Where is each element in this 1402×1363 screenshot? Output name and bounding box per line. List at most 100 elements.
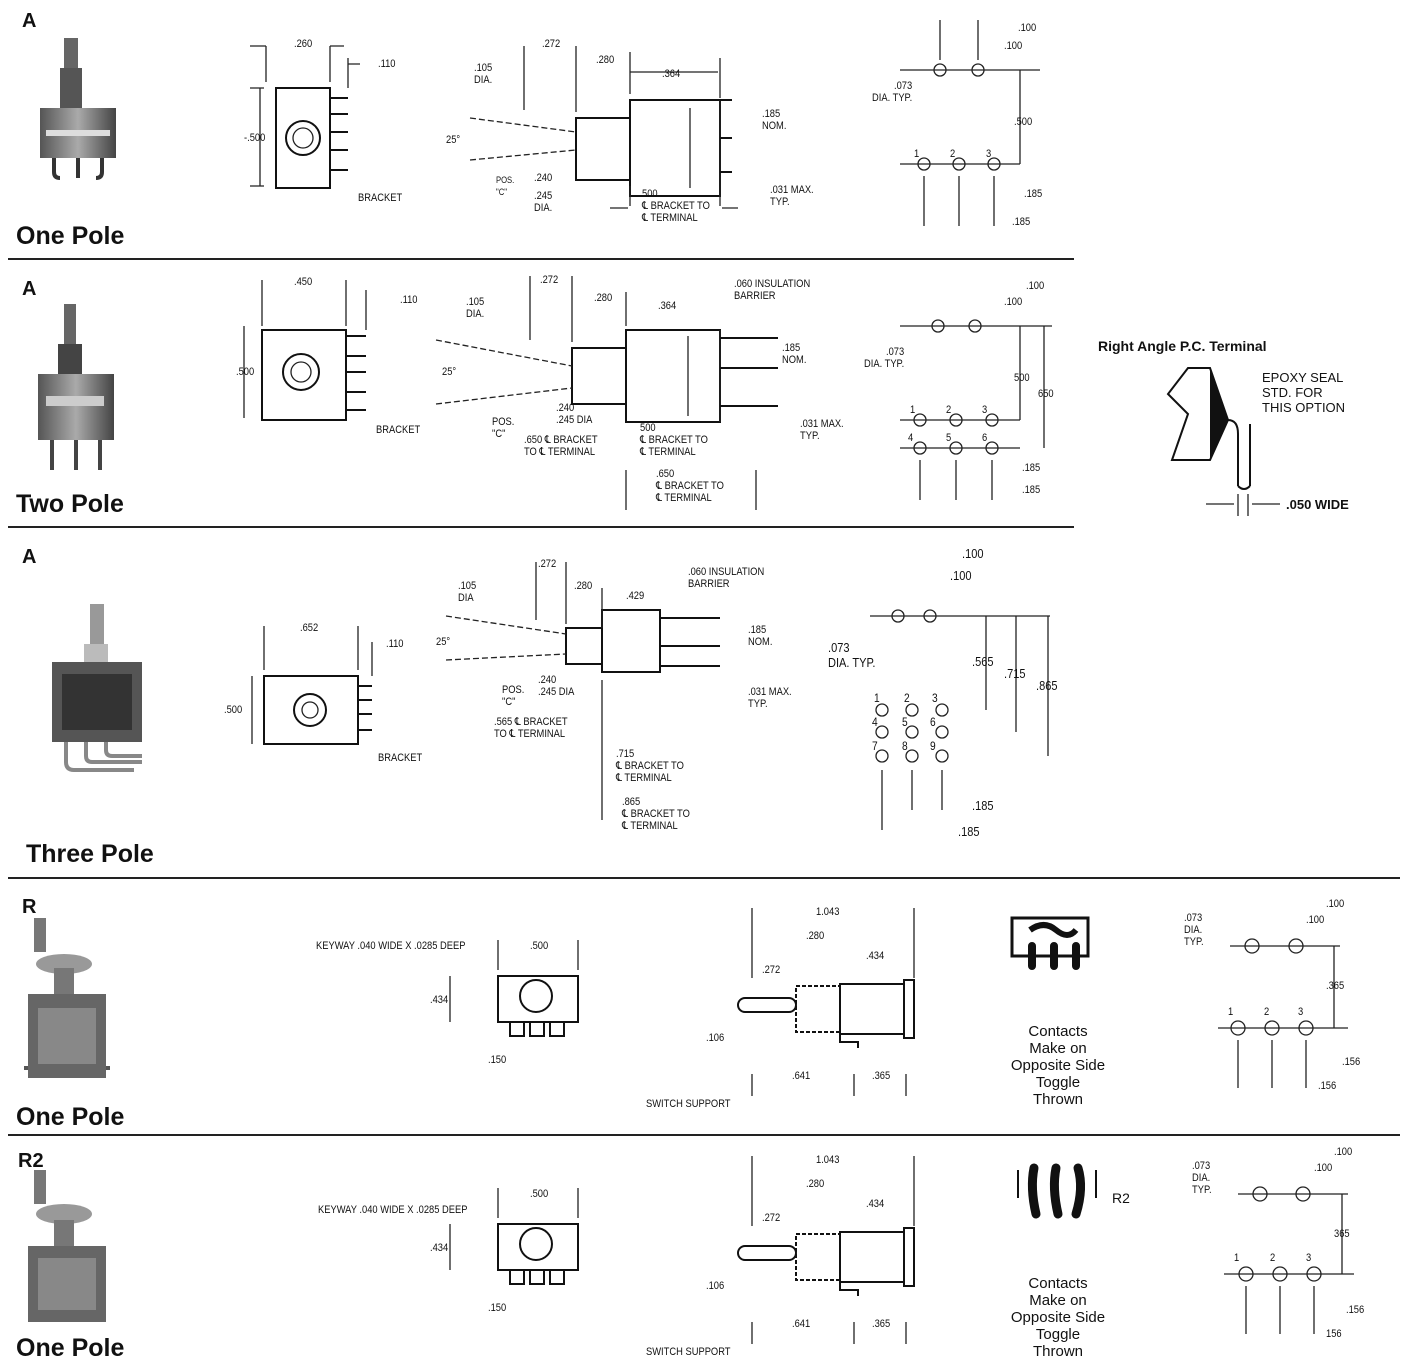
dim-label: .110: [386, 638, 404, 650]
dim-label: .565: [972, 654, 994, 669]
dim-label: .364: [658, 300, 677, 312]
pin-number: 1: [914, 148, 920, 160]
dim-label: .100: [1004, 296, 1023, 308]
section-a1-pole: One Pole: [16, 222, 125, 250]
section-r2-letter: R2: [18, 1150, 44, 1172]
dim-label: .365: [1326, 980, 1345, 992]
section-r-pole: One Pole: [16, 1103, 125, 1131]
dim-label: .434: [430, 994, 449, 1006]
dim-label: .272: [762, 964, 781, 976]
dim-label: .106: [706, 1280, 725, 1292]
switch-photo-three-pole: [52, 604, 142, 772]
pin-number: 2: [1264, 1006, 1270, 1018]
dim-label: .434: [866, 950, 885, 962]
dim-label: .650 ℄ BRACKET TO ℄ TERMINAL: [656, 468, 724, 504]
dim-label: .156: [1342, 1056, 1361, 1068]
dim-label: 156: [1326, 1328, 1342, 1340]
pin-number: 8: [902, 739, 908, 753]
dim-label: BRACKET: [376, 424, 421, 436]
dim-label: 500 ℄ BRACKET TO ℄ TERMINAL: [640, 422, 708, 458]
dim-label: 365: [1334, 1228, 1350, 1240]
dim-label: .434: [430, 1242, 449, 1254]
dim-label: .240: [534, 172, 553, 184]
dim-label: .245 DIA.: [534, 190, 553, 214]
section-a3-letter: A: [22, 546, 37, 568]
dim-label: .073 DIA. TYP.: [1192, 1160, 1212, 1196]
dim-label: .365: [872, 1070, 891, 1082]
dim-label: 25°: [436, 636, 451, 648]
pin-number: 2: [904, 691, 910, 705]
dim-label: .280: [806, 930, 825, 942]
section-r2-pole: One Pole: [16, 1334, 125, 1362]
dim-label: .105 DIA: [458, 580, 477, 604]
dim-label: .185 NOM.: [748, 624, 773, 648]
pin-number: 2: [950, 148, 956, 160]
dim-label: .185 NOM.: [782, 342, 807, 366]
dim-label: .100: [1334, 1146, 1353, 1158]
dim-label: .272: [762, 1212, 781, 1224]
right-angle-title: Right Angle P.C. Terminal: [1098, 338, 1267, 354]
dim-label: .715: [1004, 666, 1026, 681]
pin-number: 7: [872, 739, 878, 753]
dim-label: .185: [972, 798, 994, 813]
dim-label: .865: [1036, 678, 1058, 693]
dim-label: .031 MAX. TYP.: [800, 418, 844, 442]
dim-label: .156: [1318, 1080, 1337, 1092]
dim-label: .240 .245 DIA: [556, 402, 593, 426]
pin-number: 9: [930, 739, 936, 753]
divider: [8, 877, 1400, 879]
dim-label: .272: [538, 558, 557, 570]
dim-label: .865 ℄ BRACKET TO ℄ TERMINAL: [622, 796, 690, 832]
dim-label: .272: [540, 274, 559, 286]
section-a2-letter: A: [22, 278, 37, 300]
section-a2-pole: Two Pole: [16, 490, 124, 518]
dim-label: .073 DIA. TYP.: [828, 640, 876, 670]
dim-label: .185 NOM.: [762, 108, 787, 132]
pin-number: 1: [910, 404, 916, 416]
keyway-note: KEYWAY .040 WIDE X .0285 DEEP: [318, 1204, 468, 1216]
pin-number: 3: [982, 404, 988, 416]
dim-label: .185: [1022, 462, 1041, 474]
dim-label: .500: [1014, 116, 1033, 128]
dim-label: POS. "C": [502, 684, 525, 708]
dim-label: .185: [1012, 216, 1031, 228]
dim-label: .715 ℄ BRACKET TO ℄ TERMINAL: [616, 748, 684, 784]
dim-label: BRACKET: [358, 192, 403, 204]
dim-label: .641: [792, 1318, 811, 1330]
dim-label: .100: [1026, 280, 1045, 292]
divider: [8, 258, 1074, 260]
dim-label: -.500: [244, 132, 266, 144]
dim-label: .100: [950, 568, 972, 583]
dim-label: .280: [806, 1178, 825, 1190]
dim-label: .110: [400, 294, 418, 306]
switch-photo-one-pole: [40, 38, 116, 180]
pin-number: 1: [1234, 1252, 1240, 1264]
switch-photo-two-pole: [38, 304, 114, 470]
dim-label: .652: [300, 622, 319, 634]
dim-label: .031 MAX. TYP.: [748, 686, 792, 710]
dim-label: 1.043: [816, 1154, 840, 1166]
a1-front-body: [275, 87, 331, 189]
dim-label: .500: [224, 704, 243, 716]
dim-label: .060 INSULATION BARRIER: [688, 566, 765, 590]
dim-label: .565 ℄ BRACKET TO ℄ TERMINAL: [494, 716, 568, 740]
switch-support-label: SWITCH SUPPORT: [646, 1346, 731, 1358]
dim-label: .110: [378, 58, 396, 70]
switch-photo-r: [24, 918, 110, 1078]
pin-number: 6: [982, 432, 988, 444]
dim-label: 500: [1014, 372, 1030, 384]
dim-label: .150: [488, 1302, 507, 1314]
a1-pin-grid: [900, 20, 1040, 226]
dim-label: .073 DIA. TYP.: [864, 346, 905, 370]
dim-label: .031 MAX. TYP.: [770, 184, 814, 208]
dim-label: .150: [488, 1054, 507, 1066]
dim-label: .100: [1314, 1162, 1333, 1174]
dim-label: .641: [792, 1070, 811, 1082]
pin-number: 1: [874, 691, 880, 705]
dim-label: .500: [236, 366, 255, 378]
switch-photo-r2: [28, 1170, 106, 1322]
dim-label: .185: [958, 824, 980, 839]
dim-label: .105 DIA.: [474, 62, 493, 86]
contacts-note: Contacts Make on Opposite Side Toggle Th…: [1010, 1023, 1106, 1108]
